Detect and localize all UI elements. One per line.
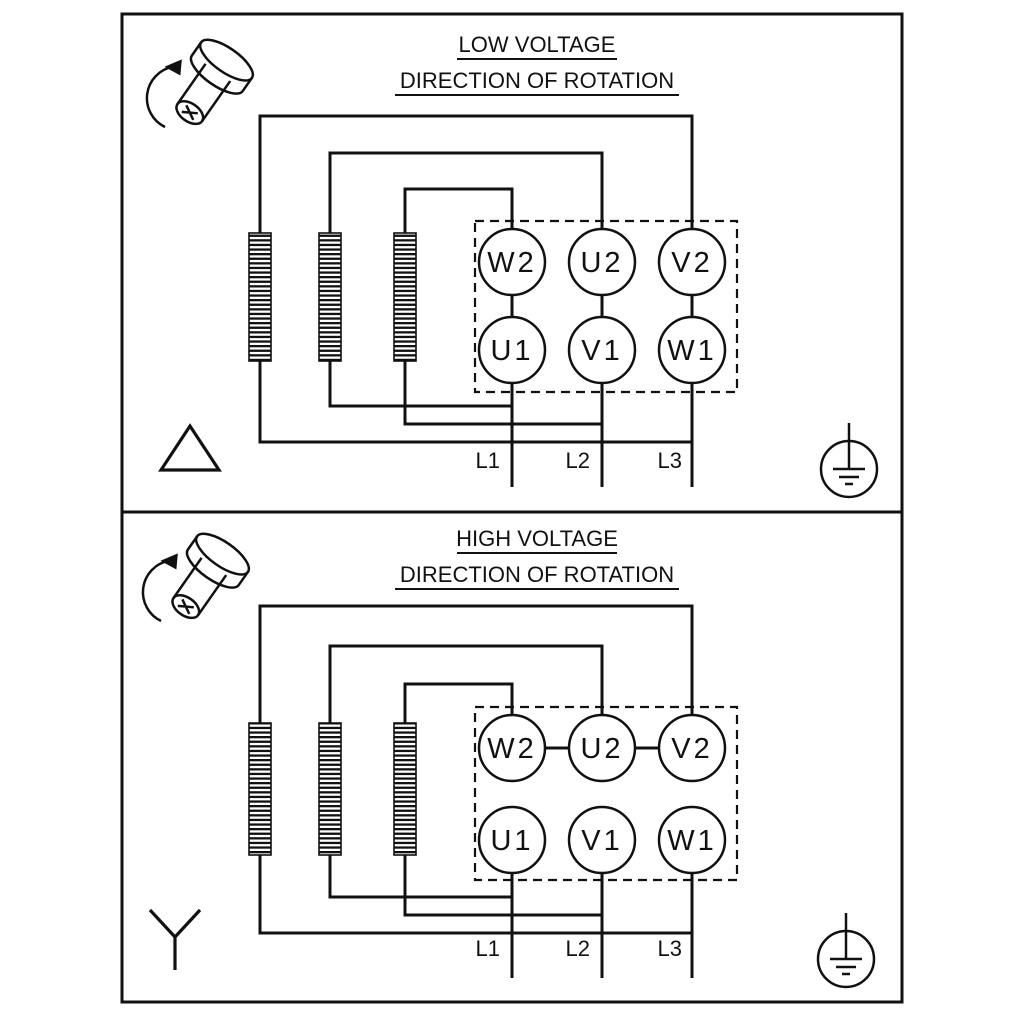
terminal-label: U2 [580, 733, 623, 765]
winding-wiring [258, 114, 694, 487]
terminal-v1 [567, 315, 637, 385]
terminal-box [473, 705, 739, 882]
terminal-v2 [657, 227, 727, 297]
supply-line-labels: L1 L2 L3 [476, 936, 682, 961]
terminal-v2 [657, 713, 727, 783]
terminal-label: W1 [667, 825, 717, 857]
line-label-l1: L1 [476, 448, 500, 473]
winding-coil [318, 722, 342, 856]
terminal-w2 [477, 227, 547, 297]
earth-ground-icon [816, 911, 876, 989]
panel-subtitle: DIRECTION OF ROTATION [400, 562, 674, 587]
diagram-border [120, 12, 904, 1004]
terminal-w1 [657, 805, 727, 875]
terminal-label: V1 [581, 335, 622, 367]
terminal-label: W2 [487, 247, 537, 279]
shaft-rotation-icon [129, 514, 257, 648]
shaft-rotation-icon [133, 20, 261, 154]
terminal-label: U2 [580, 247, 623, 279]
panel-subtitle: DIRECTION OF ROTATION [400, 68, 674, 93]
line-label-l2: L2 [566, 448, 590, 473]
terminal-u2 [567, 713, 637, 783]
panel-low-voltage: LOW VOLTAGE DIRECTION OF ROTATION [133, 20, 879, 499]
terminal-box [473, 219, 739, 394]
winding-coil [248, 722, 272, 856]
terminal-label: U1 [490, 825, 533, 857]
winding-coil [248, 232, 272, 362]
terminal-label: V2 [671, 247, 712, 279]
wye-icon [148, 908, 202, 970]
line-label-l3: L3 [658, 936, 682, 961]
stator-coils [248, 722, 417, 856]
winding-wiring [258, 604, 694, 978]
supply-line-labels: L1 L2 L3 [476, 448, 682, 473]
terminal-label: V1 [581, 825, 622, 857]
terminal-label: W2 [487, 733, 537, 765]
panel-title: LOW VOLTAGE [459, 32, 616, 57]
panel-high-voltage: HIGH VOLTAGE DIRECTION OF ROTATION [129, 514, 876, 989]
terminal-label: W1 [667, 335, 717, 367]
terminal-v1 [567, 805, 637, 875]
panel-title: HIGH VOLTAGE [456, 526, 618, 551]
winding-coil [318, 232, 342, 362]
terminal-u2 [567, 227, 637, 297]
line-label-l3: L3 [658, 448, 682, 473]
terminal-w1 [657, 315, 727, 385]
stator-coils [248, 232, 417, 362]
terminal-u1 [477, 805, 547, 875]
terminal-board: W2 U2 V2 U1 V1 W1 [477, 227, 727, 385]
delta-icon [158, 423, 222, 472]
terminal-w2 [477, 713, 547, 783]
winding-coil [393, 722, 417, 856]
terminal-label: U1 [490, 335, 533, 367]
line-label-l1: L1 [476, 936, 500, 961]
line-label-l2: L2 [566, 936, 590, 961]
terminal-label: V2 [671, 733, 712, 765]
earth-ground-icon [819, 421, 879, 499]
terminal-board: W2 U2 V2 U1 V1 W1 [477, 713, 727, 875]
terminal-u1 [477, 315, 547, 385]
winding-coil [393, 232, 417, 362]
